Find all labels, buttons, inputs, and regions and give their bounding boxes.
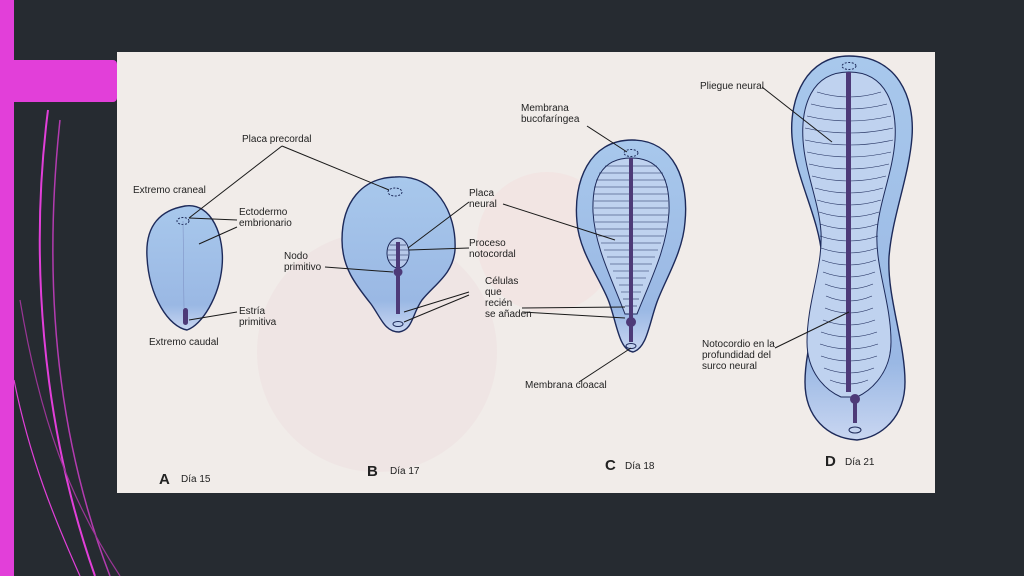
panel-letter-d: D (825, 453, 836, 470)
accent-bar-horizontal (0, 60, 117, 102)
panel-letter-b: B (367, 463, 378, 480)
panel-day-b: Día 17 (390, 466, 420, 477)
label-nodo: Nodo primitivo (284, 251, 322, 273)
embryo-diagram-svg: A Día 15 B Día 17 C Día 18 D Día 21 (117, 52, 935, 493)
label-estria: Estría primitiva (239, 306, 277, 328)
label-membrana-buco: Membrana bucofaríngea (521, 103, 580, 125)
panel-day-a: Día 15 (181, 474, 211, 485)
label-pliegue: Pliegue neural (700, 81, 764, 92)
embryo-b (341, 176, 456, 333)
accent-swoosh-decoration (13, 109, 121, 576)
panel-letter-c: C (605, 457, 616, 474)
label-ectodermo: Ectodermo embrionario (239, 207, 292, 229)
leader-lines (188, 86, 850, 383)
label-notocordio: Notocordio en la profundidad del surco n… (702, 339, 775, 372)
label-extremo-caudal: Extremo caudal (149, 337, 219, 348)
label-placa-precordal: Placa precordal (242, 134, 312, 145)
accent-bar-vertical (0, 0, 14, 576)
panel-day-c: Día 18 (625, 461, 655, 472)
label-extremo-craneal: Extremo craneal (133, 185, 206, 196)
label-proceso: Proceso notocordal (469, 238, 516, 260)
panel-letter-a: A (159, 471, 170, 488)
label-placa-neural: Placa neural (469, 188, 497, 210)
panel-day-d: Día 21 (845, 457, 875, 468)
embryo-development-figure: A Día 15 B Día 17 C Día 18 D Día 21 Plac… (117, 52, 935, 493)
embryo-d (790, 55, 914, 441)
embryo-a (146, 205, 224, 331)
label-membrana-cloacal: Membrana cloacal (525, 380, 607, 391)
label-celulas: Células que recién se añaden (485, 276, 532, 320)
embryo-c (575, 139, 687, 353)
